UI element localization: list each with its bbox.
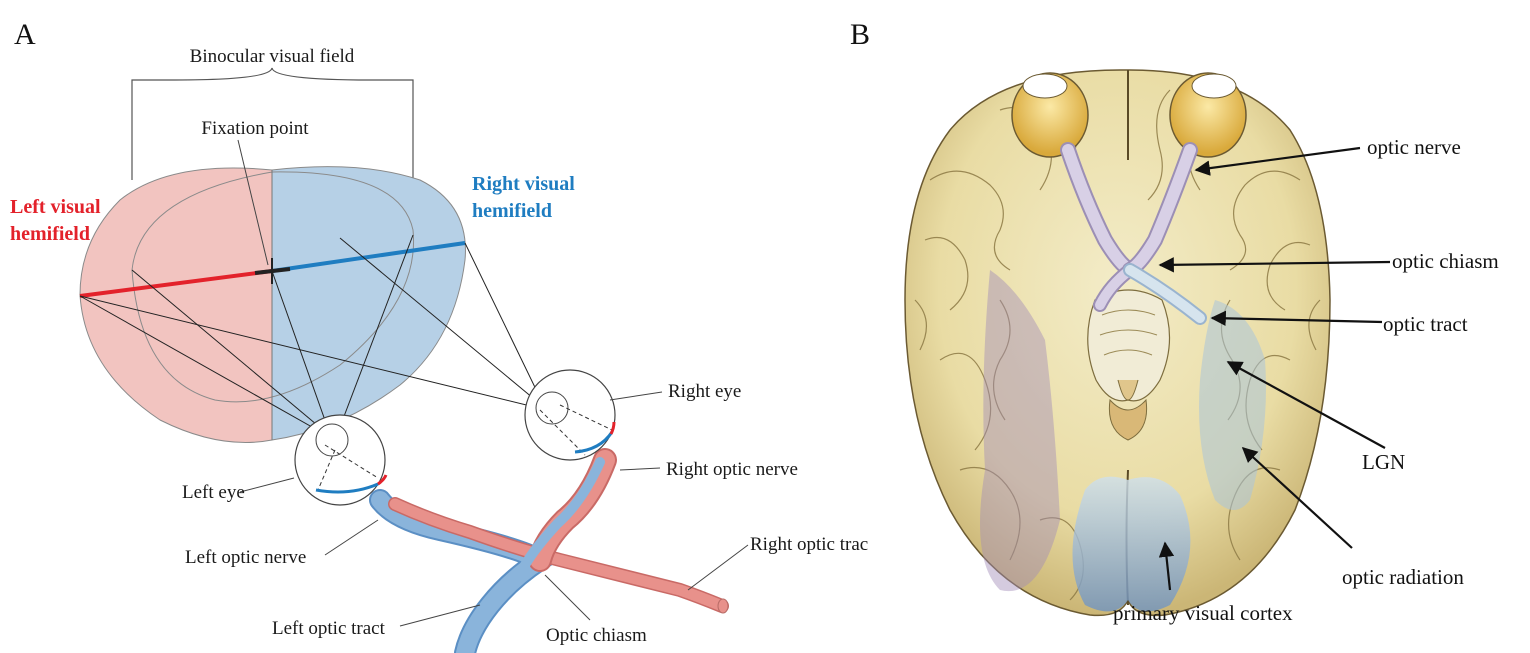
left-eye-label: Left eye <box>182 482 245 503</box>
right-eye-label: Right eye <box>668 381 741 402</box>
left-optic-tract-label: Left optic tract <box>272 618 386 639</box>
lgn-label: LGN <box>1362 450 1405 474</box>
optic-nerve-label: optic nerve <box>1367 135 1461 159</box>
optic-chiasm-label-b: optic chiasm <box>1392 249 1499 273</box>
optic-tract-label: optic tract <box>1383 312 1468 336</box>
right-hemifield-label-1: Right visual <box>472 173 575 195</box>
right-optic-nerve-label: Right optic nerve <box>666 459 798 480</box>
left-optic-nerve-label: Left optic nerve <box>185 547 306 568</box>
left-hemifield-label-1: Left visual <box>10 196 101 218</box>
text-clip-mask <box>873 528 893 558</box>
left-eye-graphic <box>295 415 386 505</box>
brain-illustration <box>895 55 1330 625</box>
binocular-label: Binocular visual field <box>190 46 355 67</box>
optic-chiasm-label: Optic chiasm <box>546 625 647 646</box>
panel-b-letter: B <box>850 18 870 51</box>
panel-a: A Binocular visual field Fixation point … <box>10 18 893 653</box>
panel-a-letter: A <box>14 18 36 51</box>
right-eye-graphic <box>525 370 615 460</box>
right-hemifield-shape <box>272 167 465 440</box>
right-optic-tract-label: Right optic trac <box>750 534 868 555</box>
fixation-label: Fixation point <box>201 118 309 139</box>
primary-visual-cortex-label: primary visual cortex <box>1113 601 1293 625</box>
right-hemifield-label-2: hemifield <box>472 200 552 222</box>
left-hemifield-label-2: hemifield <box>10 223 90 245</box>
optic-radiation-label: optic radiation <box>1342 565 1464 589</box>
panel-b: B <box>850 18 1499 625</box>
